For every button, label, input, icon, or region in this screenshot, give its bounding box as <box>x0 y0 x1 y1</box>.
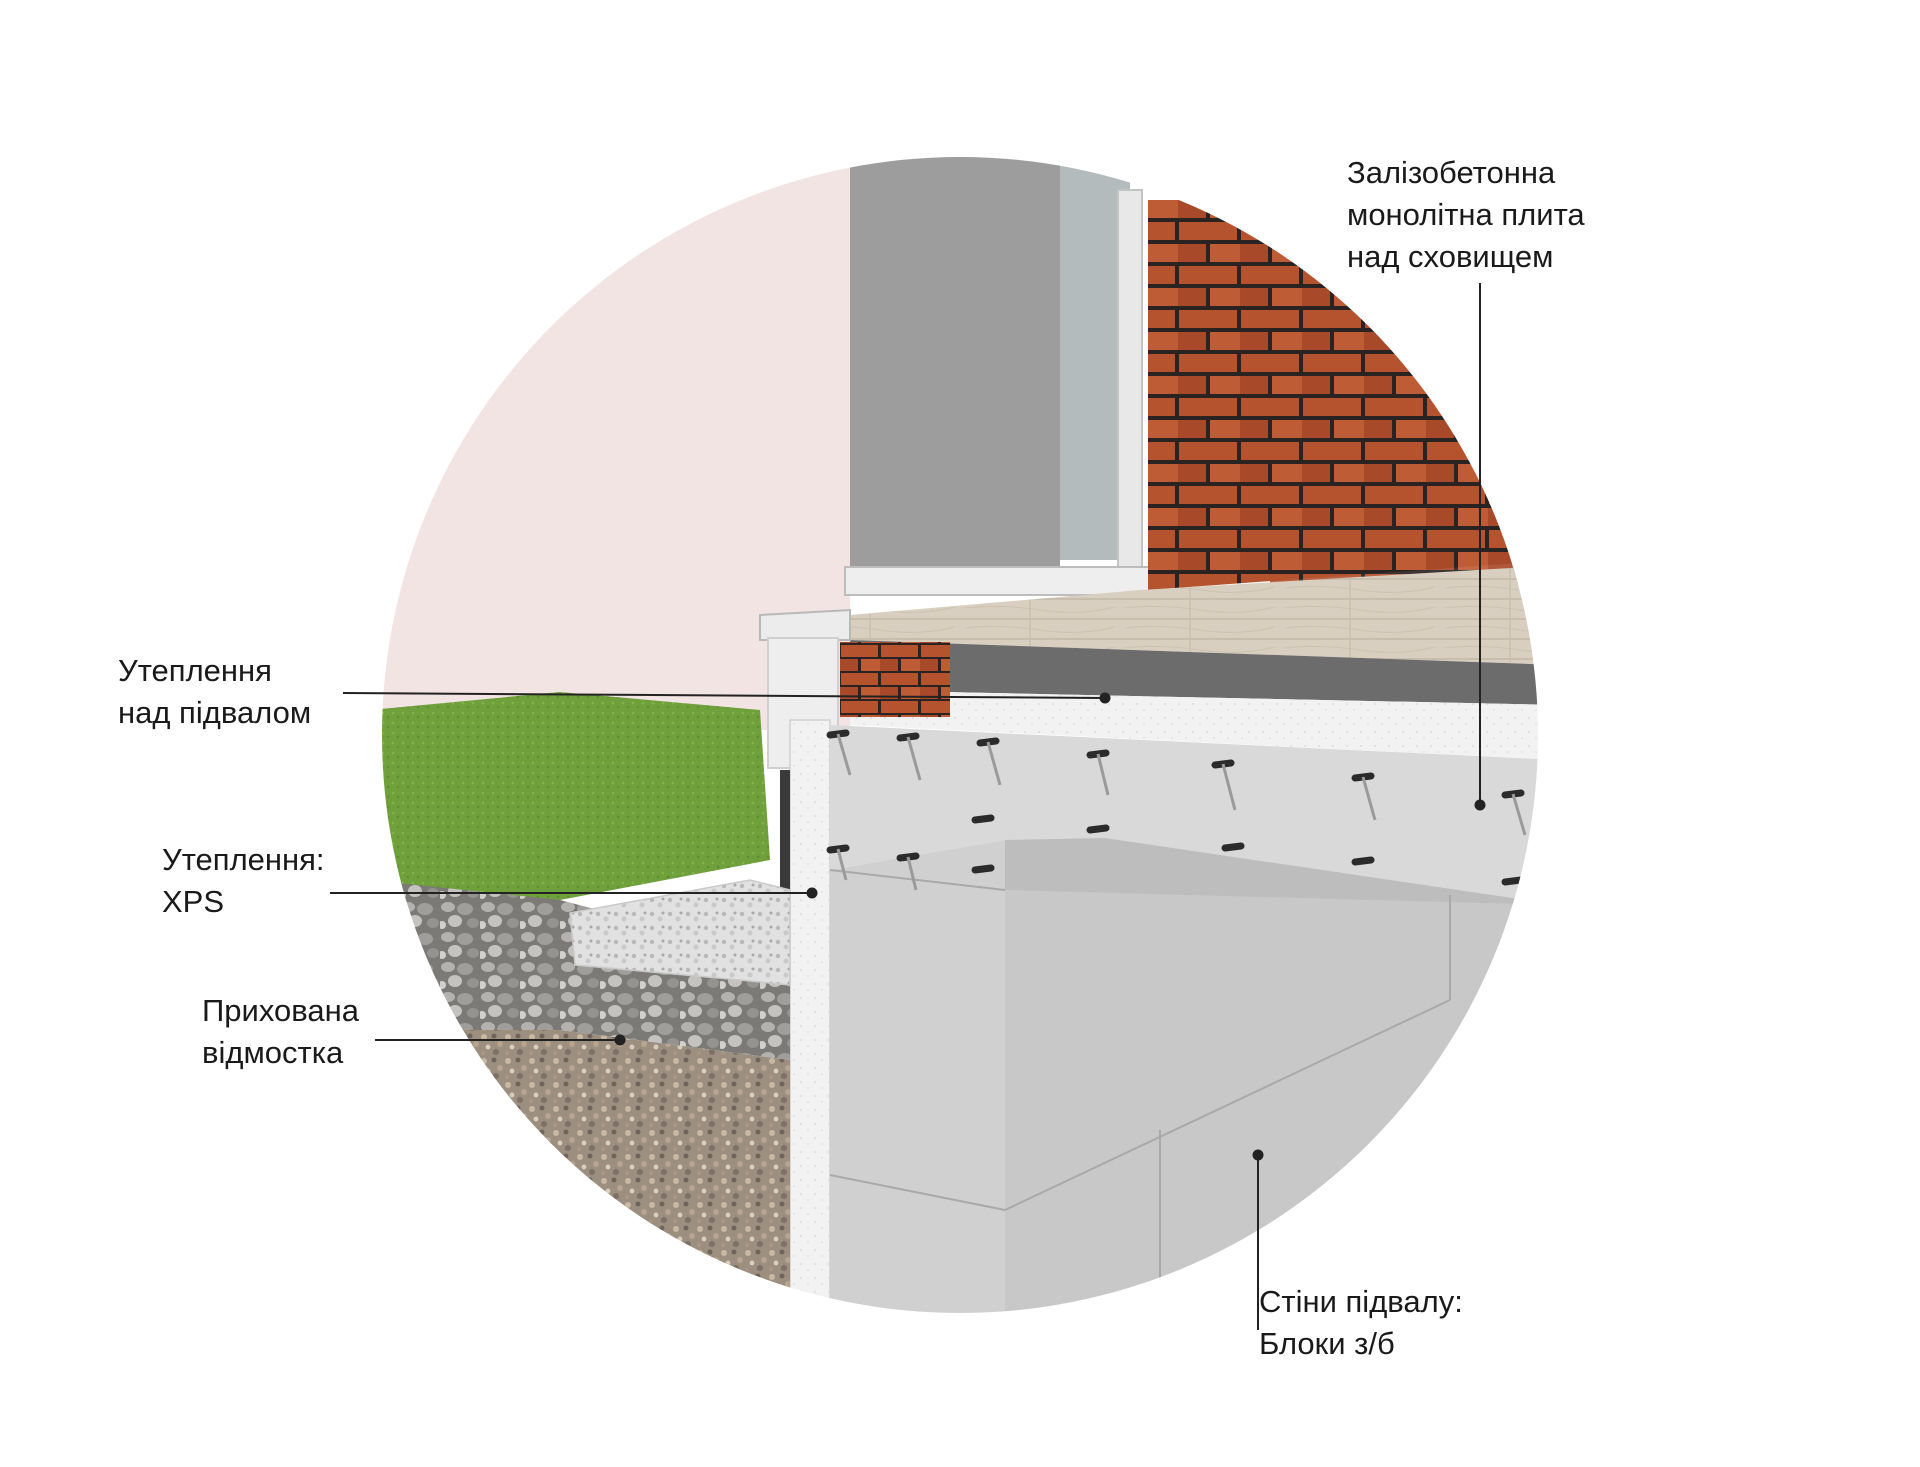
label-slab-line-3: над сховищем <box>1347 239 1554 274</box>
finished-floor <box>850 565 1538 665</box>
slab-underside <box>1005 838 1538 905</box>
basement-block-wall-front <box>830 840 1005 1313</box>
label-hidden-apron-line-1: Прихована <box>202 993 359 1028</box>
xps-insulation <box>789 719 831 1313</box>
label-insul-xps-line-1: Утеплення: <box>162 842 325 877</box>
rebar-shafts <box>836 733 1527 891</box>
dot-slab <box>1474 799 1486 811</box>
label-insul-basement-line-2: над підвалом <box>118 695 312 730</box>
label-hidden-apron-line-2: відмостка <box>202 1035 344 1070</box>
label-reinforced-slab: Залізобетонна монолітна плита над сховищ… <box>1347 152 1585 278</box>
dot-basement-walls <box>1252 1149 1264 1161</box>
dot-hidden-apron <box>614 1034 626 1046</box>
window-sill <box>844 566 1151 596</box>
leader-lines <box>330 283 1481 1330</box>
block-joints <box>829 869 1451 1313</box>
plinth-brick <box>840 642 950 717</box>
window-glass <box>850 157 1060 570</box>
label-insulation-over-basement: Утеплення над підвалом <box>118 650 311 734</box>
leader-insul-basement <box>342 692 1106 699</box>
label-slab-line-2: монолітна плита <box>1347 197 1585 232</box>
label-insul-xps-line-2: XPS <box>162 884 225 919</box>
section-illustration <box>382 157 1538 1313</box>
window-frame <box>1117 189 1143 571</box>
label-insulation-xps: Утеплення: XPS <box>162 839 325 923</box>
waterproof-strip <box>780 770 790 935</box>
label-basement-walls-line-1: Стіни підвалу: <box>1259 1284 1463 1319</box>
dot-insul-xps <box>806 887 818 899</box>
label-slab-line-1: Залізобетонна <box>1347 155 1556 190</box>
label-insul-basement-line-1: Утеплення <box>118 653 272 688</box>
floor-screed <box>850 640 1538 705</box>
plinth-ledge <box>759 608 851 641</box>
brick-wall-side <box>1270 260 1538 590</box>
leader-dots <box>614 692 1486 1161</box>
concrete-slab-front <box>830 725 1538 905</box>
hidden-apron-slab <box>569 879 791 986</box>
label-basement-walls: Стіни підвалу: Блоки з/б <box>1259 1281 1463 1365</box>
dot-insul-basement <box>1099 692 1111 704</box>
label-basement-walls-line-2: Блоки з/б <box>1259 1326 1395 1361</box>
gravel-layer <box>382 880 790 1060</box>
insulation-layer-slab <box>850 690 1538 760</box>
label-hidden-apron: Прихована відмостка <box>202 990 359 1074</box>
lawn <box>382 692 770 900</box>
soil <box>382 1030 790 1313</box>
